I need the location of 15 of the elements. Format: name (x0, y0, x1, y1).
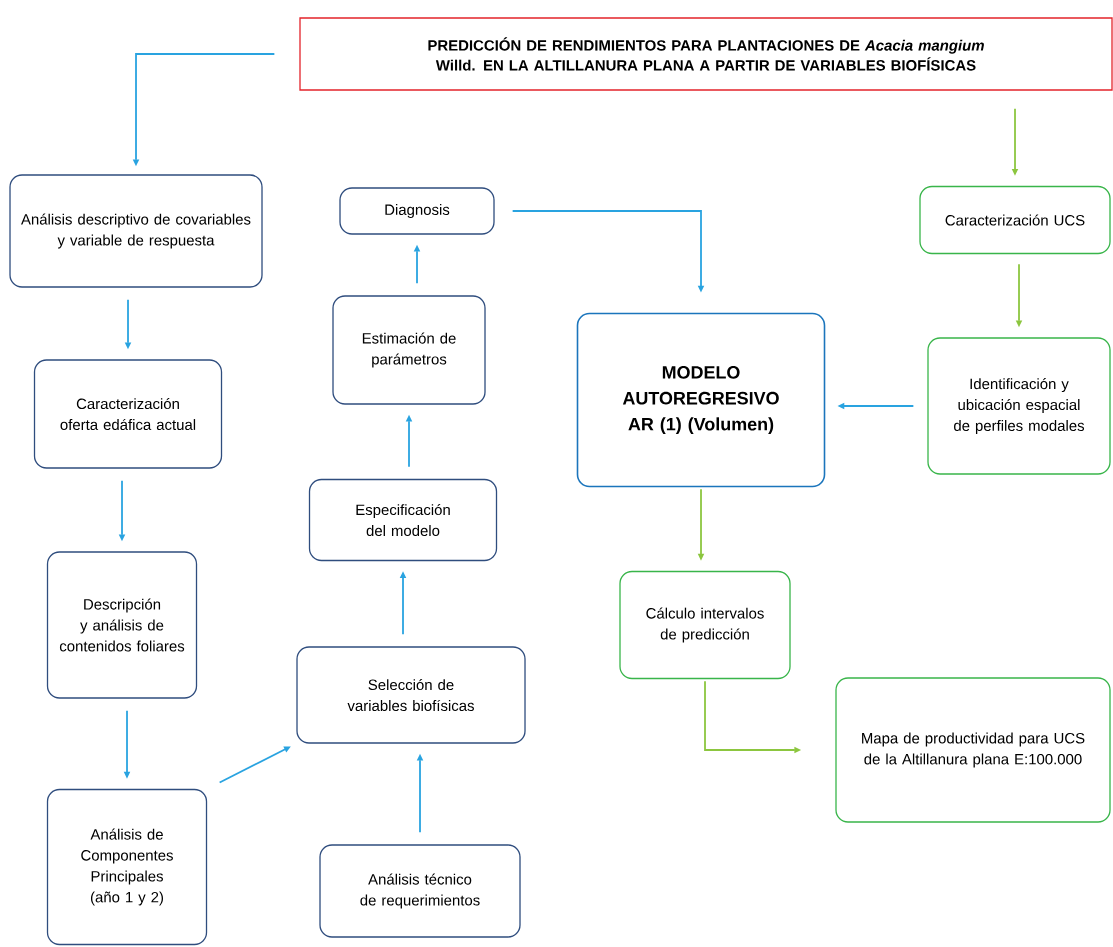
process-box: Análisis descriptivo de covariables y variable de respuesta (9, 174, 263, 288)
process-box: Mapa de productividad para UCS de la Altillanura plana E:100.000 (835, 677, 1111, 823)
process-box: Análisis de Componentes Principales (año 1 y 2) (46, 788, 208, 946)
process-box: Selección de variables biofísicas (296, 646, 526, 744)
process-box: Descripción y análisis de contenidos foliares (46, 551, 198, 699)
process-box: Caracterización UCS (919, 185, 1111, 255)
title-box: PREDICCIÓN DE RENDIMIENTOS PARA PLANTACIONES DE Acacia mangium Willd. EN LA ALTILLANURA PLANA A PARTIR DE VARIABLES BIOFÍSICAS (299, 17, 1113, 91)
process-box: Diagnosis (339, 187, 495, 235)
process-box: Identificación y ubicación espacial de perfiles modales (927, 337, 1111, 475)
process-box: Estimación de parámetros (332, 295, 486, 405)
process-box: Especificación del modelo (308, 478, 498, 562)
process-box: Caracterización oferta edáfica actual (33, 359, 223, 469)
process-box: Cálculo intervalos de predicción (619, 570, 791, 680)
process-box: Análisis técnico de requerimientos (319, 844, 521, 938)
model-box: MODELO AUTOREGRESIVO AR (1) (Volumen) (576, 312, 826, 488)
